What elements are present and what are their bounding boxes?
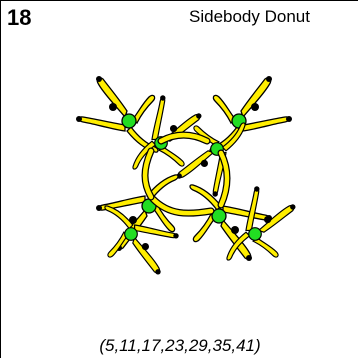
group-bottom-right [189,184,297,262]
formation-number: 18 [7,5,32,30]
group-bottom-left [95,174,180,276]
formation-caption: (5,11,17,23,29,35,41) [99,336,261,355]
group-top-left [75,75,203,170]
formation-title: Sidebody Donut [189,7,310,26]
